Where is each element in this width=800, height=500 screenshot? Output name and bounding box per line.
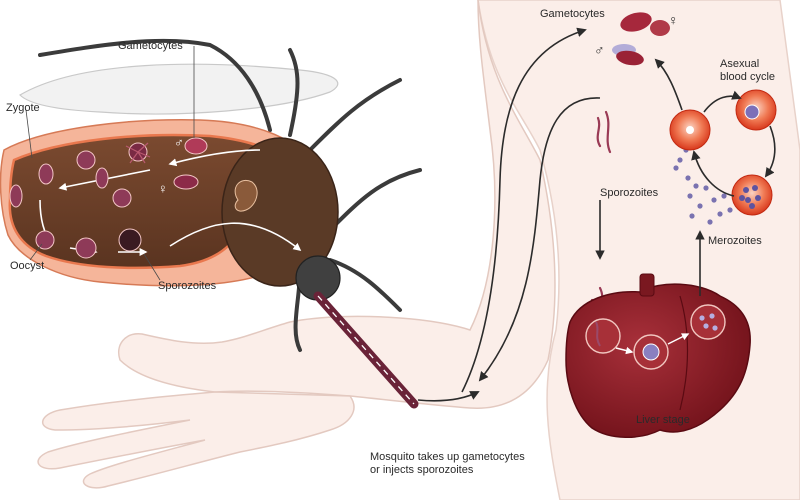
blood-gametocytes xyxy=(612,12,670,66)
gut-oocysts xyxy=(35,228,142,259)
gut-zygotes xyxy=(9,150,132,208)
arrow-to-gametocytes xyxy=(654,58,683,111)
label-asexual-blood-cycle: Asexual blood cycle xyxy=(720,58,776,83)
label-oocyst: Oocyst xyxy=(10,260,45,272)
label-sporozoites-mosquito: Sporozoites xyxy=(158,280,217,292)
rbc-schizont xyxy=(731,174,773,216)
liver-cell-1 xyxy=(585,318,621,354)
human-arm xyxy=(118,0,556,409)
liver-cell-2 xyxy=(633,334,669,370)
female-symbol-body: ♀ xyxy=(668,12,679,28)
label-sporozoites-body: Sporozoites xyxy=(600,187,659,199)
human-fingers xyxy=(37,391,355,489)
gut-gametocytes xyxy=(125,137,208,190)
label-liver-stage: Liver stage xyxy=(636,414,690,426)
label-merozoites: Merozoites xyxy=(708,235,762,247)
label-zygote: Zygote xyxy=(6,102,40,114)
liver-vessel xyxy=(639,273,655,297)
label-gametocytes-body: Gametocytes xyxy=(540,8,605,20)
mosquito-thorax xyxy=(221,137,339,287)
label-gametocytes-mosquito: Gametocytes xyxy=(118,40,183,52)
female-symbol-mosquito: ♀ xyxy=(158,181,168,196)
male-symbol-mosquito: ♂ xyxy=(174,135,184,150)
leader-lines xyxy=(25,46,195,281)
arrow-up-arm xyxy=(461,27,587,393)
rbc-trophozoite xyxy=(735,89,777,131)
male-symbol-body: ♂ xyxy=(594,42,605,58)
arrow-proboscis xyxy=(417,391,480,402)
rbc-ring xyxy=(669,109,711,151)
caption: Mosquito takes up gametocytes or injects… xyxy=(370,451,525,476)
arrow-down-arm xyxy=(478,97,601,382)
mosquito-wing xyxy=(19,63,339,115)
liver-cell-3 xyxy=(690,304,726,340)
